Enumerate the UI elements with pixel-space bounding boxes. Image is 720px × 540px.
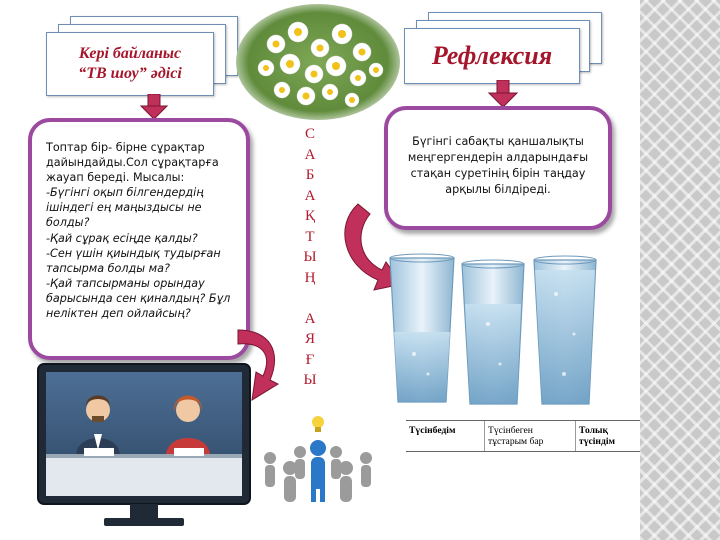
left-text-line-6: болды? <box>46 216 90 230</box>
vertical-letter: А <box>304 146 316 163</box>
table-row: Түсінбедім Түсінбеген тұстарым бар Толық… <box>406 420 640 452</box>
level-cell-partially[interactable]: Түсінбеген тұстарым бар <box>484 420 576 452</box>
level-cell-line: Толық <box>579 425 609 436</box>
vertical-letter <box>298 288 322 309</box>
tv-show-method-text: Топтар бір- бірне сұрақтар дайындайды.Со… <box>46 140 230 321</box>
right-text-line-3: стақан суретінің бірін таңдау <box>410 167 586 180</box>
level-cell-fully[interactable]: Толық түсіндім <box>575 420 640 452</box>
left-text-line-9: тапсырма болды ма? <box>46 261 170 275</box>
right-text-line-4: арқылы білдіреді. <box>445 183 551 196</box>
down-arrow-icon <box>488 80 518 108</box>
level-cell-line: тұстарым бар <box>488 436 544 447</box>
vertical-letter: А <box>304 310 316 327</box>
vertical-letter: С <box>304 126 315 142</box>
team-leader-people-image <box>264 416 372 502</box>
left-title-line2: “ТВ шоу” әдісі <box>78 65 182 82</box>
level-cell-line: Түсінбедім <box>409 425 456 436</box>
left-text-line-8: -Сен үшін қиындық тудырған <box>46 246 221 260</box>
right-title-card: Рефлексия <box>404 28 580 84</box>
left-text-line-3: жауап береді. Мысалы: <box>46 171 185 185</box>
level-cell-line: түсіндім <box>579 436 616 447</box>
daisy-flowers-image <box>236 4 400 120</box>
right-text-line-2: меңгергендерін алдарындағы <box>407 151 589 164</box>
left-text-line-5: ішіндегі ең маңыздысы не <box>46 201 202 215</box>
tv-news-anchors-image <box>37 363 251 526</box>
reflection-text: Бүгінгі сабақты қаншалықты меңгергендері… <box>388 134 608 198</box>
left-text-line-7: -Қай сұрақ есіңде қалды? <box>46 231 198 245</box>
water-glasses-image <box>389 253 597 405</box>
right-text-line-1: Бүгінгі сабақты қаншалықты <box>412 135 584 148</box>
vertical-letter: Б <box>305 167 315 183</box>
decorative-side-stripe <box>640 0 720 540</box>
tv-show-method-box: Топтар бір- бірне сұрақтар дайындайды.Со… <box>28 118 250 360</box>
vertical-letter: Ы <box>303 249 317 265</box>
vertical-word: С А Б А Қ Т Ы Ң А Я Ғ Ы <box>298 124 322 391</box>
vertical-letter: Я <box>304 331 315 347</box>
left-text-line-12: неліктен деп ойлайсың? <box>46 307 191 321</box>
level-cell-not-understood[interactable]: Түсінбедім <box>406 420 485 452</box>
right-title-text: Рефлексия <box>431 41 553 70</box>
understanding-levels-table: Түсінбедім Түсінбеген тұстарым бар Толық… <box>406 420 640 452</box>
vertical-letter: Қ <box>304 208 315 224</box>
vertical-letter: Т <box>305 228 315 245</box>
left-title-card: Кері байланыс “ТВ шоу” әдісі <box>46 32 214 96</box>
left-text-line-1: Топтар бір- бірне сұрақтар <box>46 141 205 154</box>
left-text-line-2: дайындайды.Сол сұрақтарға <box>46 156 219 170</box>
reflection-box: Бүгінгі сабақты қаншалықты меңгергендері… <box>384 106 612 230</box>
vertical-letter: Ғ <box>305 351 315 368</box>
curved-arrow-icon <box>344 203 403 291</box>
vertical-letter: А <box>304 187 316 204</box>
curved-arrow-icon <box>237 329 280 401</box>
down-arrow-icon <box>140 94 168 120</box>
left-text-line-10: -Қай тапсырманы орындау <box>46 276 205 290</box>
left-title-line1: Кері байланыс <box>78 45 182 62</box>
left-text-line-11: барысында сен қиналдың? Бұл <box>46 291 231 305</box>
vertical-letter: Ы <box>303 372 317 388</box>
level-cell-line: Түсінбеген <box>488 425 533 436</box>
left-text-line-4: -Бүгінгі оқып білгендердің <box>46 186 204 200</box>
vertical-letter: Ң <box>304 269 316 286</box>
